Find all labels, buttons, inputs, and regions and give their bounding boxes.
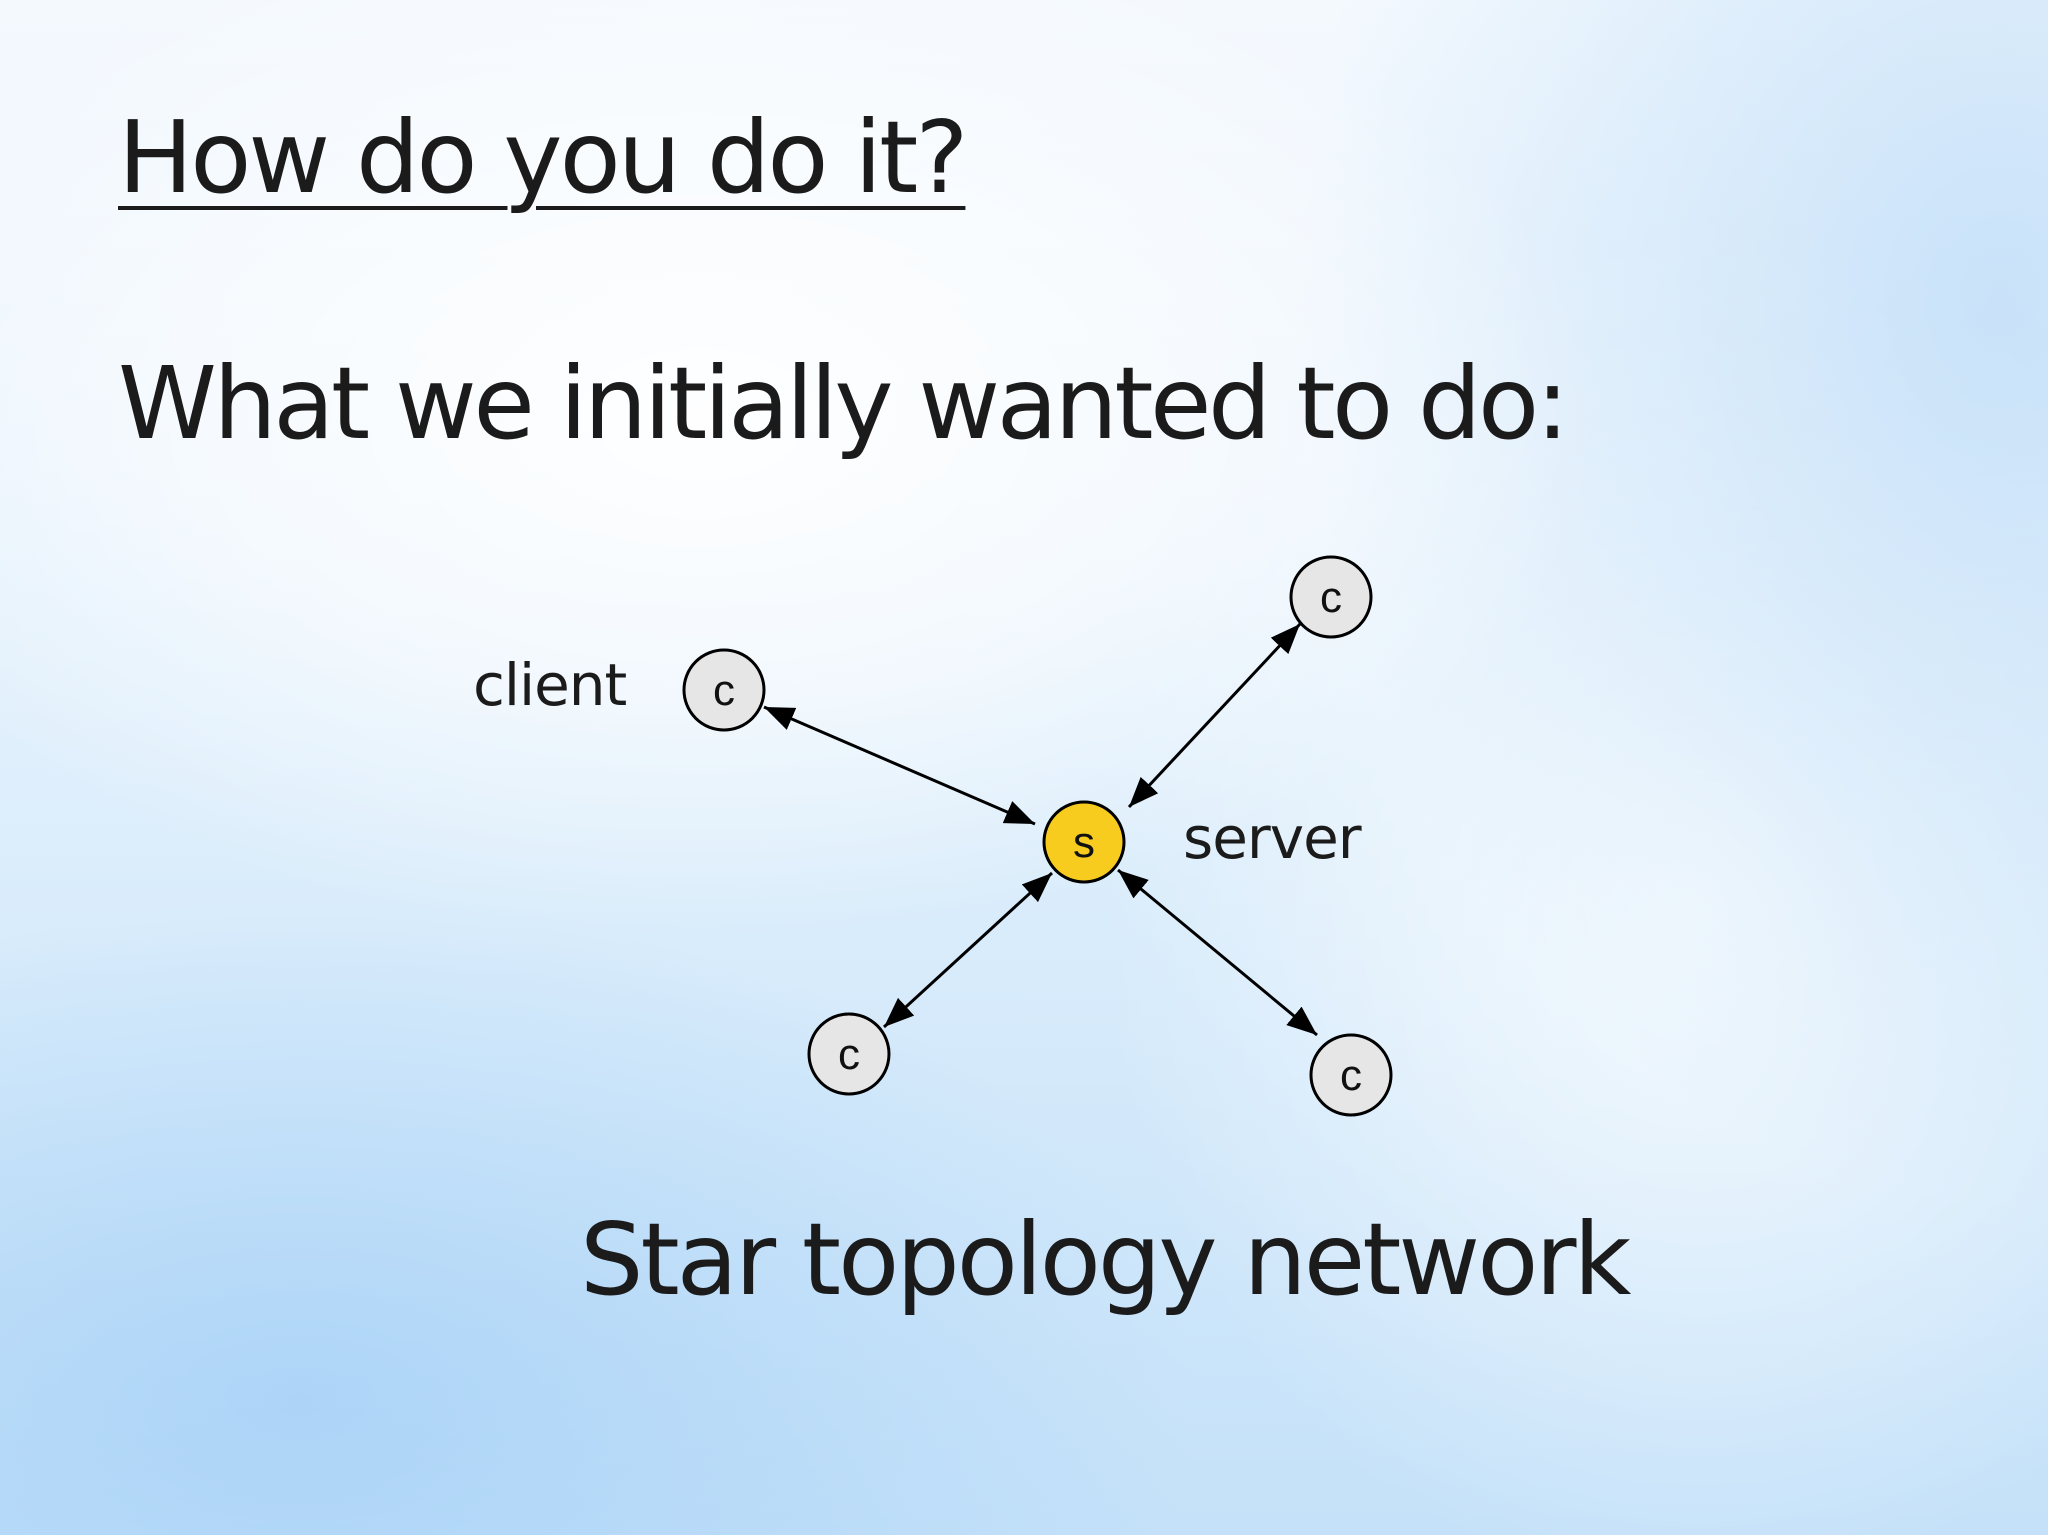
edge-server-client-4 — [1117, 868, 1318, 1037]
client-node-letter: c — [713, 666, 735, 715]
client-node-letter: c — [838, 1030, 860, 1079]
client-node-letter: c — [1340, 1051, 1362, 1100]
server-node-letter: s — [1073, 818, 1095, 867]
client-node: c — [807, 1012, 891, 1096]
edge-server-client-3 — [882, 871, 1054, 1029]
client-node-letter: c — [1320, 573, 1342, 622]
subheading: What we initially wanted to do: — [118, 345, 1569, 462]
server-label: server — [1183, 804, 1362, 872]
edge-server-client-2 — [1127, 622, 1302, 809]
client-node: c — [1309, 1033, 1393, 1117]
client-node: c — [682, 648, 766, 732]
client-node: c — [1289, 555, 1373, 639]
edge-server-client-1 — [763, 705, 1036, 826]
client-label: client — [473, 651, 627, 719]
diagram-caption: Star topology network — [580, 1201, 1631, 1318]
server-node: s — [1042, 800, 1126, 884]
slide-title: How do you do it? — [118, 99, 968, 216]
